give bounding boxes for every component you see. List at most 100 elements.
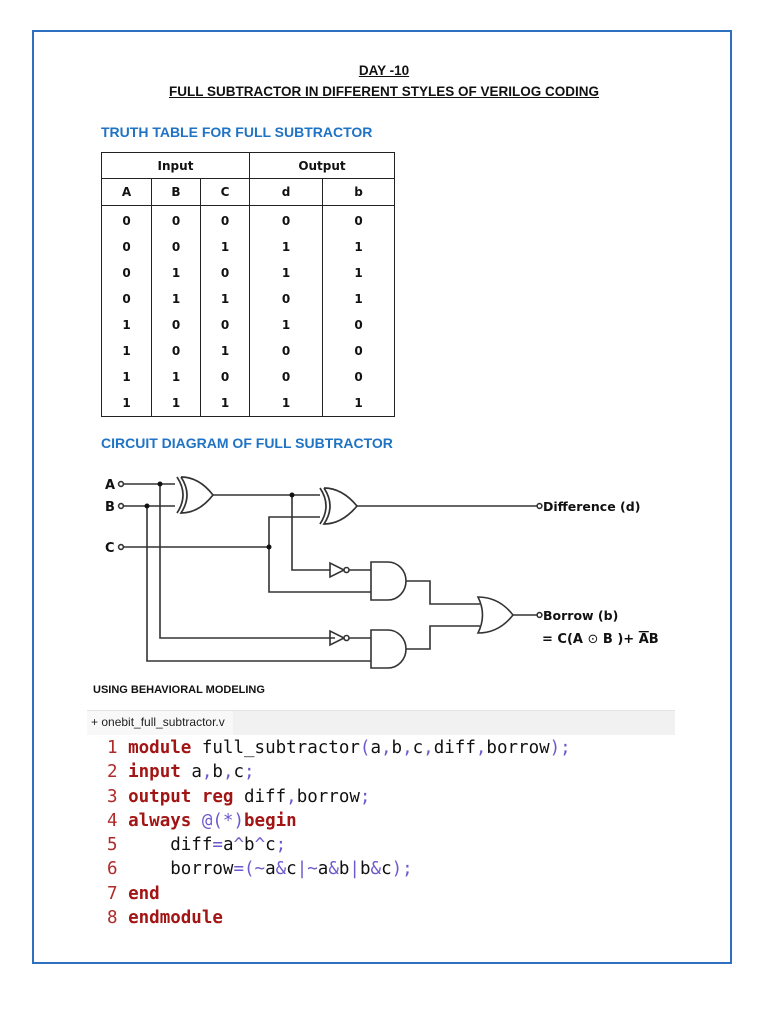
file-tab[interactable] <box>87 711 233 735</box>
input-a-label: A <box>105 478 115 493</box>
code-operator: @(*) <box>191 810 244 831</box>
code-keyword: always <box>128 810 192 831</box>
code-operator: , <box>423 738 434 758</box>
table-cell: 0 <box>200 260 250 286</box>
formula-end: B <box>649 632 659 647</box>
table-cell: 0 <box>249 205 323 234</box>
code-operator: =(~ <box>233 859 266 880</box>
table-cell: 1 <box>200 390 250 417</box>
table-cell: 0 <box>101 205 152 234</box>
code-identifier: a <box>370 738 381 758</box>
code-keyword: endmodule <box>128 908 223 929</box>
code-operator: ; <box>275 835 287 856</box>
input-b-terminal <box>117 502 125 510</box>
table-cell: 1 <box>249 234 323 260</box>
column-header-borrow: b <box>322 178 395 206</box>
formula-prefix: = C(A <box>542 632 588 647</box>
input-c-terminal <box>117 543 125 551</box>
code-identifier: b <box>338 859 350 880</box>
xnor-symbol: ⊙ <box>588 632 599 647</box>
junction-a <box>157 481 163 487</box>
table-cell: 0 <box>322 338 395 364</box>
or-gate <box>476 596 515 634</box>
not-gate-1 <box>329 561 346 579</box>
code-identifier: borrow <box>128 859 234 880</box>
code-identifier: full_subtractor <box>191 738 360 758</box>
code-operator: ( <box>359 738 371 758</box>
page-border <box>32 30 732 964</box>
code-line: 8 endmodule <box>107 906 571 930</box>
code-identifier: diff <box>233 786 287 807</box>
column-header-d: d <box>249 178 323 206</box>
line-number: 2 <box>107 762 118 783</box>
table-cell: 1 <box>200 234 250 260</box>
line-number: 8 <box>107 908 118 929</box>
code-line: 6 borrow=(~a&c|~a&b|b&c); <box>107 857 571 881</box>
code-identifier: b <box>391 738 403 758</box>
output-difference-terminal <box>536 502 543 510</box>
not-gate-2 <box>329 629 346 647</box>
code-operator: , <box>222 762 234 783</box>
input-c-label: C <box>105 541 115 556</box>
table-cell: 0 <box>151 234 201 260</box>
code-identifier: c <box>265 835 276 856</box>
code-operator: ^ <box>233 835 245 856</box>
code-identifier: borrow <box>486 738 550 758</box>
xor-gate-2 <box>319 487 359 525</box>
code-operator: , <box>201 762 213 783</box>
wire-a-down <box>159 484 335 639</box>
wire-and1-out <box>406 580 480 605</box>
code-line: 4 always @(*)begin <box>107 809 571 833</box>
line-number: 3 <box>107 786 118 807</box>
column-header-a: A <box>101 178 152 206</box>
input-group-header: Input <box>101 152 250 179</box>
code-operator: |~ <box>296 859 318 880</box>
table-cell: 0 <box>151 338 201 364</box>
wire-xor1-to-not1 <box>291 495 330 571</box>
code-operator: & <box>328 859 339 880</box>
column-header-b: B <box>151 178 201 206</box>
code-identifier: c <box>381 859 392 880</box>
output-borrow-terminal <box>536 611 543 619</box>
code-identifier: borrow <box>296 786 360 807</box>
table-cell: 1 <box>151 260 201 286</box>
table-cell: 1 <box>101 338 152 364</box>
table-cell: 1 <box>322 234 395 260</box>
code-keyword: module <box>128 738 192 758</box>
line-number: 6 <box>107 859 118 880</box>
not-gate-1-bubble <box>343 566 350 574</box>
code-operator: & <box>370 859 382 880</box>
wire-b-down <box>146 506 371 662</box>
junction-b <box>144 503 150 509</box>
file-tab-label[interactable]: + onebit_full_subtractor.v <box>91 715 225 729</box>
code-identifier: a <box>180 762 202 783</box>
borrow-output-label: Borrow (b) <box>543 608 618 623</box>
code-keyword: end <box>128 883 160 904</box>
column-header-c: C <box>200 178 250 206</box>
code-identifier: b <box>359 859 371 880</box>
table-cell: 1 <box>151 390 201 417</box>
circuit-diagram: A B C Difference (d) Borrow (b) = C(A ⊙ … <box>105 476 659 669</box>
line-number: 7 <box>107 883 118 904</box>
code-line: 5 diff=a^b^c; <box>107 833 571 857</box>
table-cell: 1 <box>151 286 201 312</box>
table-cell: 1 <box>151 364 201 390</box>
code-operator: , <box>286 786 297 807</box>
table-cell: 1 <box>249 390 323 417</box>
input-b-label: B <box>105 500 115 515</box>
table-cell: 0 <box>249 364 323 390</box>
table-cell: 1 <box>249 260 323 286</box>
code-keyword: input <box>128 762 181 783</box>
day-title: DAY -10 <box>0 63 768 78</box>
table-cell: 1 <box>200 286 250 312</box>
code-line: 3 output reg diff,borrow; <box>107 785 571 809</box>
code-operator: | <box>349 859 360 880</box>
table-cell: 0 <box>200 312 250 338</box>
code-operator: , <box>475 738 487 758</box>
